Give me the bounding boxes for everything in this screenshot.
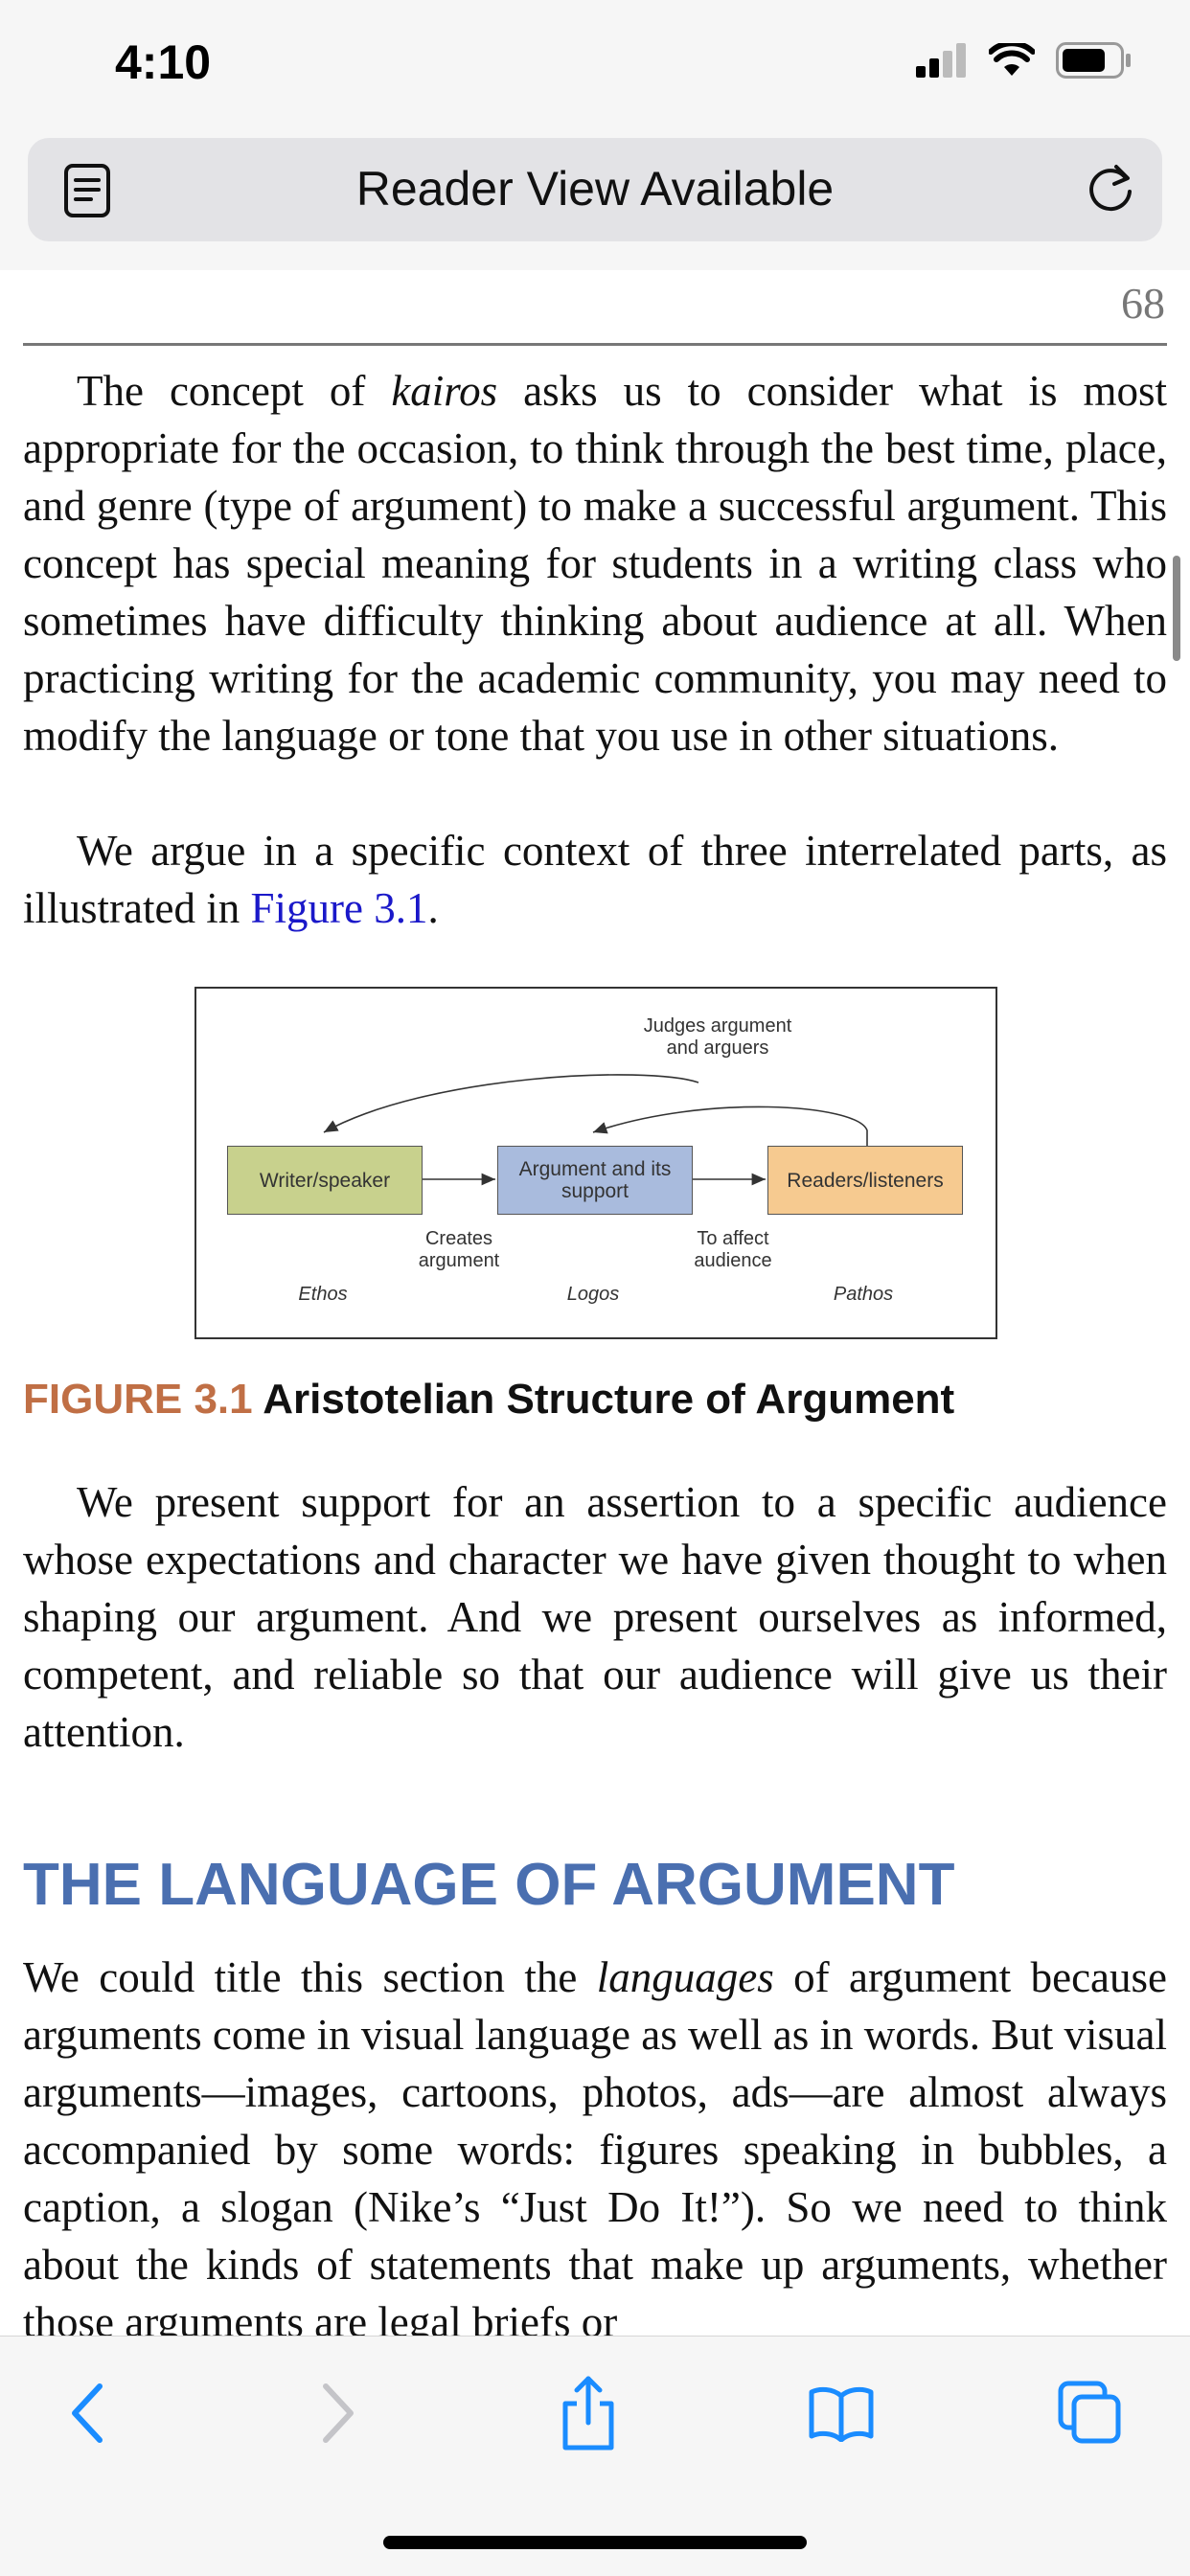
section-heading: THE LANGUAGE OF ARGUMENT	[23, 1852, 955, 1918]
battery-icon	[1056, 42, 1131, 79]
diagram-box-argument: Argument and its support	[497, 1146, 693, 1215]
back-icon[interactable]	[69, 2382, 107, 2444]
emphasis-kairos: kairos	[391, 367, 498, 415]
diagram-connectors	[323, 1074, 868, 1186]
browser-top-bar: Reader View Available	[0, 125, 1190, 271]
status-bar: 4:10	[0, 0, 1190, 125]
forward-button[interactable]	[299, 2375, 376, 2451]
share-button[interactable]	[550, 2375, 627, 2451]
figure-diagram: Writer/speaker Argument and its support …	[195, 987, 997, 1339]
scrollbar-thumb[interactable]	[1173, 556, 1180, 661]
browser-bottom-toolbar	[0, 2336, 1190, 2576]
page-divider	[23, 343, 1167, 346]
address-bar[interactable]: Reader View Available	[28, 138, 1162, 241]
paragraph-context: We argue in a specific context of three …	[23, 822, 1167, 937]
diagram-label-ethos: Ethos	[298, 1284, 348, 1305]
reload-icon[interactable]	[1084, 163, 1137, 217]
emphasis-languages: languages	[596, 1953, 774, 2001]
paragraph-support: We present support for an assertion to a…	[23, 1478, 1167, 1756]
share-icon[interactable]	[558, 2375, 619, 2451]
home-indicator[interactable]	[383, 2536, 807, 2549]
diagram-box-readers: Readers/listeners	[767, 1146, 963, 1215]
paragraph-text: We could title this section the	[23, 1953, 597, 2001]
caption-title: Aristotelian Structure of Argument	[263, 1376, 955, 1423]
diagram-label-logos: Logos	[566, 1284, 620, 1305]
tabs-button[interactable]	[1052, 2375, 1129, 2451]
cellular-signal-icon	[916, 43, 966, 78]
paragraph-text: of argument because arguments come in vi…	[23, 1953, 1168, 2336]
diagram-label-creates: Creates argument	[418, 1228, 500, 1271]
reader-view-icon[interactable]	[62, 163, 112, 218]
diagram-label-pathos: Pathos	[833, 1284, 894, 1305]
status-time: 4:10	[115, 35, 212, 89]
paragraph-language: We could title this section the language…	[23, 1949, 1167, 2336]
page-number: 68	[1121, 279, 1165, 328]
figure-link[interactable]: Figure 3.1	[250, 884, 428, 932]
page-content[interactable]: 68 The concept of kairos asks us to cons…	[0, 270, 1190, 2336]
diagram-label-judges: Judges argument and arguers	[643, 1015, 792, 1059]
caption-number: FIGURE 3.1	[23, 1376, 253, 1423]
bookmarks-button[interactable]	[803, 2375, 880, 2451]
paragraph-text: We argue in a specific context of three …	[23, 827, 1167, 932]
paragraph-text: .	[427, 884, 439, 932]
paragraph-text: asks us to consider what is most appropr…	[23, 367, 1167, 760]
address-text[interactable]: Reader View Available	[355, 162, 835, 216]
wifi-icon	[989, 43, 1035, 76]
bookmarks-icon[interactable]	[808, 2384, 875, 2442]
paragraph-kairos: The concept of kairos asks us to conside…	[23, 362, 1167, 764]
back-button[interactable]	[50, 2375, 126, 2451]
status-icons	[916, 42, 1133, 79]
tabs-icon[interactable]	[1057, 2380, 1124, 2447]
forward-icon[interactable]	[318, 2382, 356, 2444]
figure-caption: FIGURE 3.1 Aristotelian Structure of Arg…	[23, 1376, 954, 1424]
diagram-box-writer: Writer/speaker	[227, 1146, 423, 1215]
diagram-label-affect: To affect audience	[694, 1228, 772, 1271]
paragraph-text: The concept of	[77, 367, 392, 415]
